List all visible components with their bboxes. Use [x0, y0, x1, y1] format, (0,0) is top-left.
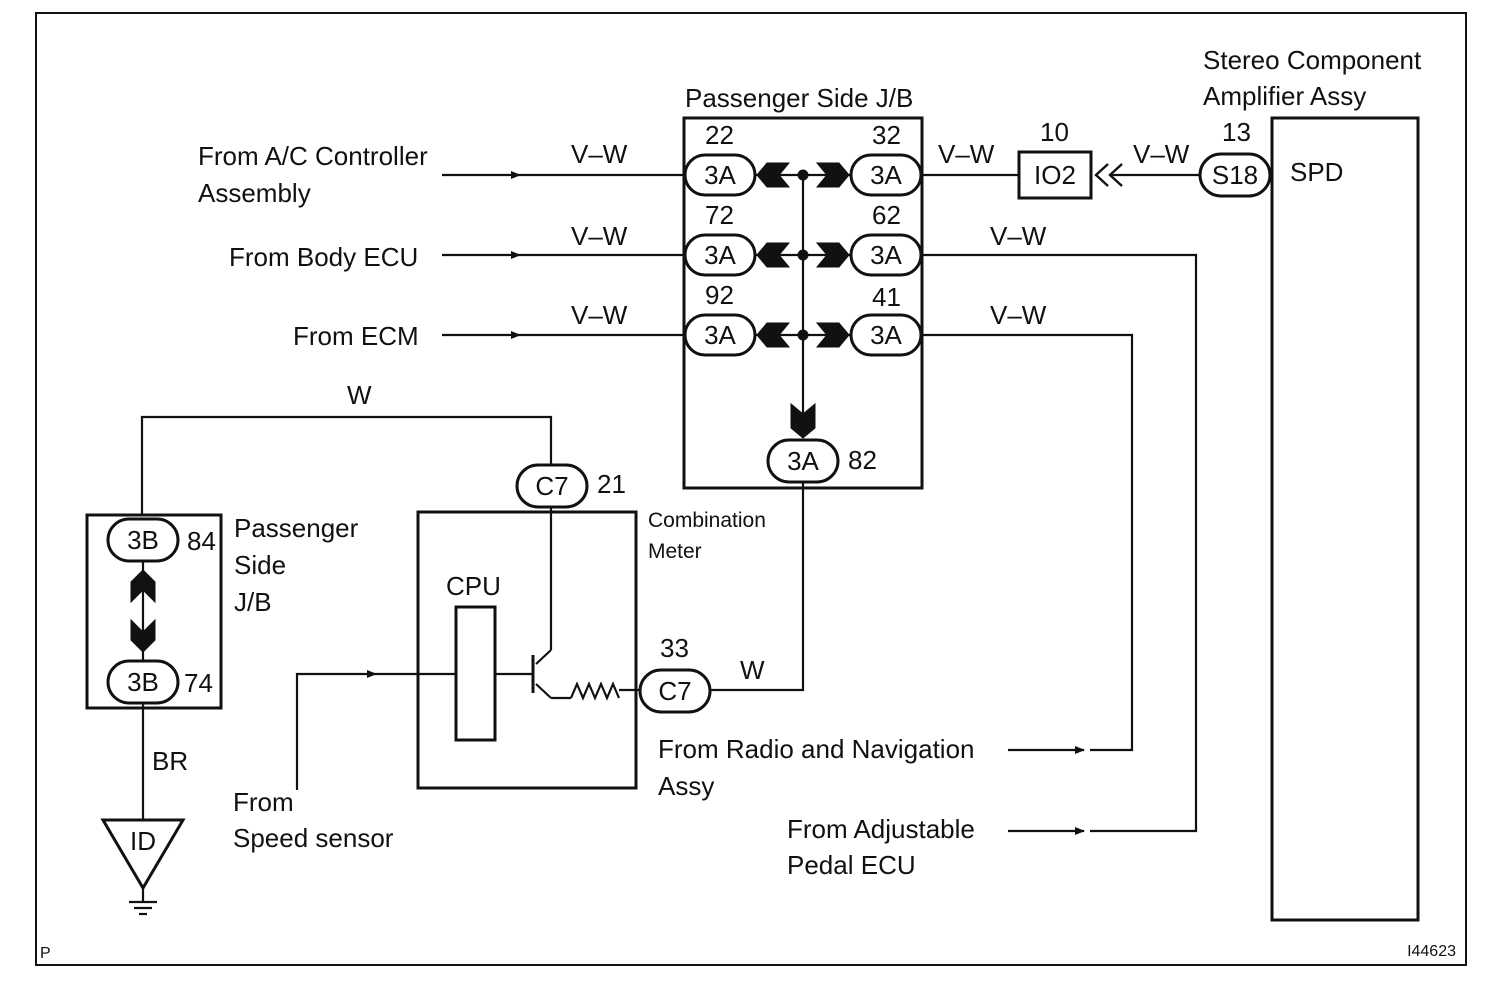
ground-triangle — [100, 818, 186, 891]
pin-number: 10 — [1040, 117, 1069, 147]
wire-color-label: V–W — [571, 300, 628, 330]
input-label-pedal: Pedal ECU — [787, 850, 916, 880]
inline-connector-label: IO2 — [1034, 160, 1076, 190]
wire-color-label: V–W — [1133, 139, 1190, 169]
pin-number: 84 — [187, 526, 216, 556]
wire-to-pedal-ecu — [921, 253, 1198, 833]
wire-color-label: W — [740, 655, 765, 685]
combination-meter-box — [416, 510, 638, 790]
input-label-speed: From — [233, 787, 294, 817]
jb-left-connectors: 3A 3A 3A 22 72 92 — [683, 120, 757, 357]
connector-label: 3A — [870, 160, 902, 190]
pin-number: 21 — [597, 469, 626, 499]
wire-color-label: BR — [152, 746, 188, 776]
ground-label: ID — [130, 826, 156, 856]
connector-label: 3B — [127, 667, 159, 697]
connector-label: C7 — [658, 676, 691, 706]
chevron-down — [130, 618, 156, 653]
pin-number: 92 — [705, 280, 734, 310]
wire-color-label: V–W — [571, 139, 628, 169]
wire-color-label: V–W — [990, 300, 1047, 330]
corner-mark: P — [40, 945, 51, 962]
pin-number: 33 — [660, 633, 689, 663]
amplifier-title: Stereo Component — [1203, 45, 1422, 75]
jb-right-connectors: 3A 3A 3A 32 62 41 — [849, 120, 923, 357]
amplifier-box — [1270, 116, 1420, 922]
pin-number: 13 — [1222, 117, 1251, 147]
wire-color-label: V–W — [938, 139, 995, 169]
input-label-ac: Assembly — [198, 178, 311, 208]
connector-label: 3A — [704, 160, 736, 190]
outer-frame — [35, 12, 1467, 966]
input-label-radio: Assy — [658, 771, 714, 801]
connector-label: 3A — [704, 320, 736, 350]
amplifier-terminal: SPD — [1290, 157, 1343, 187]
input-label-pedal: From Adjustable — [787, 814, 975, 844]
wire-color-label: V–W — [990, 221, 1047, 251]
wire-to-radio — [921, 333, 1134, 752]
wire-w-to-jb — [710, 482, 805, 692]
pin-number: 22 — [705, 120, 734, 150]
bus-links — [755, 162, 850, 439]
wire-color-label: V–W — [571, 221, 628, 251]
amplifier-title: Amplifier Assy — [1203, 81, 1366, 111]
cpu-label: CPU — [446, 571, 501, 601]
combination-meter-title: Combination — [648, 509, 766, 532]
ground-icon — [129, 888, 157, 916]
connector-label: 3A — [704, 240, 736, 270]
small-jb-title: Side — [234, 550, 286, 580]
cpu-box — [454, 605, 497, 742]
pin-number: 62 — [872, 200, 901, 230]
speed-sensor-arrow — [295, 670, 377, 790]
connector-label: S18 — [1212, 160, 1258, 190]
pin-number: 72 — [705, 200, 734, 230]
pin-number: 74 — [184, 668, 213, 698]
combination-meter-title: Meter — [648, 540, 702, 563]
wire-color-label: W — [347, 380, 372, 410]
connector-label: 3A — [870, 240, 902, 270]
connector-s18 — [1198, 152, 1272, 198]
pin-number: 32 — [872, 120, 901, 150]
wire-w-top — [140, 415, 553, 515]
small-jb-title: Passenger — [234, 513, 359, 543]
main-jb-title: Passenger Side J/B — [685, 83, 913, 113]
pin-number: 82 — [848, 445, 877, 475]
connector-label: 3B — [127, 525, 159, 555]
input-label-ac: From A/C Controller — [198, 141, 428, 171]
reference-code: I44623 — [1407, 943, 1456, 960]
connector-label: C7 — [535, 471, 568, 501]
pin-number: 41 — [872, 282, 901, 312]
small-jb-title: J/B — [234, 587, 272, 617]
inline-connector-io2 — [1017, 150, 1093, 200]
input-label-speed: Speed sensor — [233, 823, 394, 853]
input-label-body-ecu: From Body ECU — [229, 242, 418, 272]
input-label-radio: From Radio and Navigation — [658, 734, 975, 764]
connector-label: 3A — [787, 446, 819, 476]
chevron-up — [130, 569, 156, 604]
connector-label: 3A — [870, 320, 902, 350]
transistor-symbol — [495, 507, 640, 701]
input-label-ecm: From ECM — [293, 321, 419, 351]
